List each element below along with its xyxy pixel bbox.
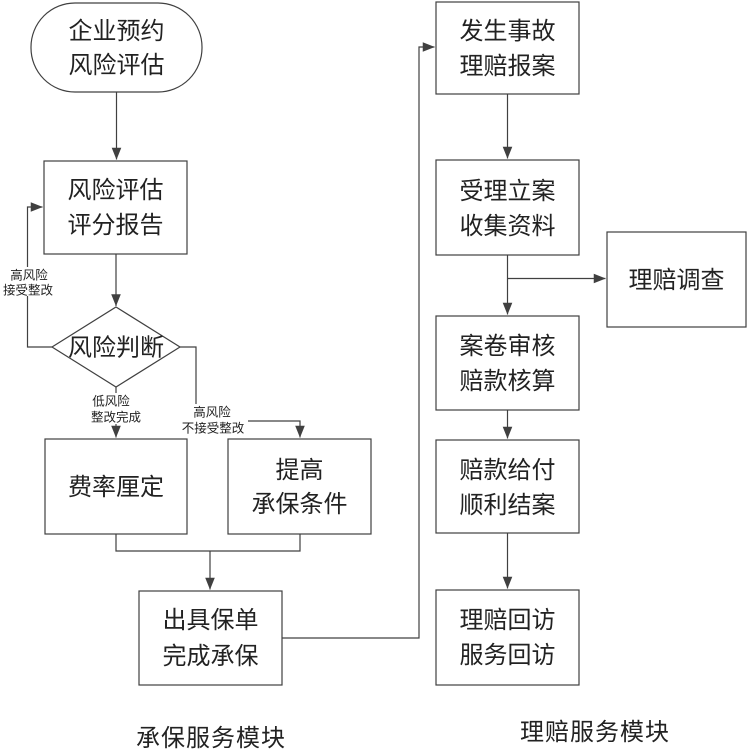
node-raise-shape bbox=[227, 438, 372, 535]
node-decision: 风险判断 bbox=[50, 306, 182, 388]
edge-label-high-reject-line1: 高风险 bbox=[193, 405, 231, 420]
node-issue-line1: 出具保单 bbox=[163, 606, 259, 634]
node-report-shape bbox=[43, 160, 188, 255]
node-accident-line2: 理赔报案 bbox=[460, 52, 556, 80]
node-review: 案卷审核 赔款核算 bbox=[435, 315, 580, 411]
node-accident-line1: 发生事故 bbox=[460, 17, 556, 45]
node-rate-shape bbox=[44, 438, 188, 535]
node-payment-shape bbox=[435, 439, 580, 534]
node-rate-label: 费率厘定 bbox=[68, 473, 164, 501]
node-issue-shape bbox=[138, 590, 283, 686]
node-visit: 理赔回访 服务回访 bbox=[435, 589, 580, 686]
edge-label-high-accept-line1: 高风险 bbox=[10, 268, 48, 283]
node-accident-shape bbox=[435, 1, 580, 95]
node-review-line1: 案卷审核 bbox=[460, 332, 556, 360]
node-issue-line2: 完成承保 bbox=[163, 642, 259, 670]
node-visit-line1: 理赔回访 bbox=[460, 606, 556, 634]
node-raise: 提高 承保条件 bbox=[227, 438, 372, 535]
footer-underwriting-module: 承保服务模块 bbox=[136, 724, 286, 752]
node-decision-shape bbox=[50, 306, 182, 388]
node-report-line1: 风险评估 bbox=[68, 176, 164, 204]
node-raise-line2: 承保条件 bbox=[252, 490, 348, 518]
edge-label-bg-low-done bbox=[85, 393, 147, 424]
node-start-shape bbox=[30, 2, 203, 93]
node-raise-line1: 提高 bbox=[276, 456, 324, 484]
footer-claims-module: 理赔服务模块 bbox=[520, 718, 670, 746]
edge-issue-to-accident bbox=[282, 42, 435, 639]
node-investigate-shape bbox=[606, 231, 747, 328]
node-investigate: 理赔调查 bbox=[606, 231, 747, 328]
node-payment: 赔款给付 顺利结案 bbox=[435, 439, 580, 534]
node-review-line2: 赔款核算 bbox=[460, 367, 556, 395]
node-visit-line2: 服务回访 bbox=[460, 641, 556, 669]
node-investigate-label: 理赔调查 bbox=[629, 266, 725, 294]
node-visit-shape bbox=[435, 589, 580, 686]
edge-label-bg-high-accept bbox=[2, 267, 56, 296]
node-start-line2: 风险评估 bbox=[69, 51, 165, 79]
node-accept-line1: 受理立案 bbox=[460, 177, 556, 205]
node-report-line2: 评分报告 bbox=[68, 211, 164, 239]
node-start-line1: 企业预约 bbox=[69, 17, 165, 45]
node-accident: 发生事故 理赔报案 bbox=[435, 1, 580, 95]
edge-label-low-done-line2: 整改完成 bbox=[91, 410, 141, 425]
node-report: 风险评估 评分报告 bbox=[43, 160, 188, 255]
node-payment-line1: 赔款给付 bbox=[460, 456, 556, 484]
node-rate: 费率厘定 bbox=[44, 438, 188, 535]
edge-label-high-accept-line2: 接受整改 bbox=[3, 283, 54, 298]
edge-label-bg-high-reject bbox=[178, 404, 248, 435]
node-accept: 受理立案 收集资料 bbox=[435, 159, 580, 256]
node-start: 企业预约 风险评估 bbox=[30, 2, 203, 93]
node-review-shape bbox=[435, 315, 580, 411]
node-decision-label: 风险判断 bbox=[68, 334, 164, 362]
edge-label-high-reject-line2: 不接受整改 bbox=[182, 421, 245, 436]
node-accept-shape bbox=[435, 159, 580, 256]
node-payment-line2: 顺利结案 bbox=[460, 491, 556, 519]
node-issue: 出具保单 完成承保 bbox=[138, 590, 283, 686]
node-accept-line2: 收集资料 bbox=[460, 212, 556, 240]
edge-label-low-done-line1: 低风险 bbox=[92, 394, 130, 409]
edge-merge-connector bbox=[115, 534, 301, 552]
